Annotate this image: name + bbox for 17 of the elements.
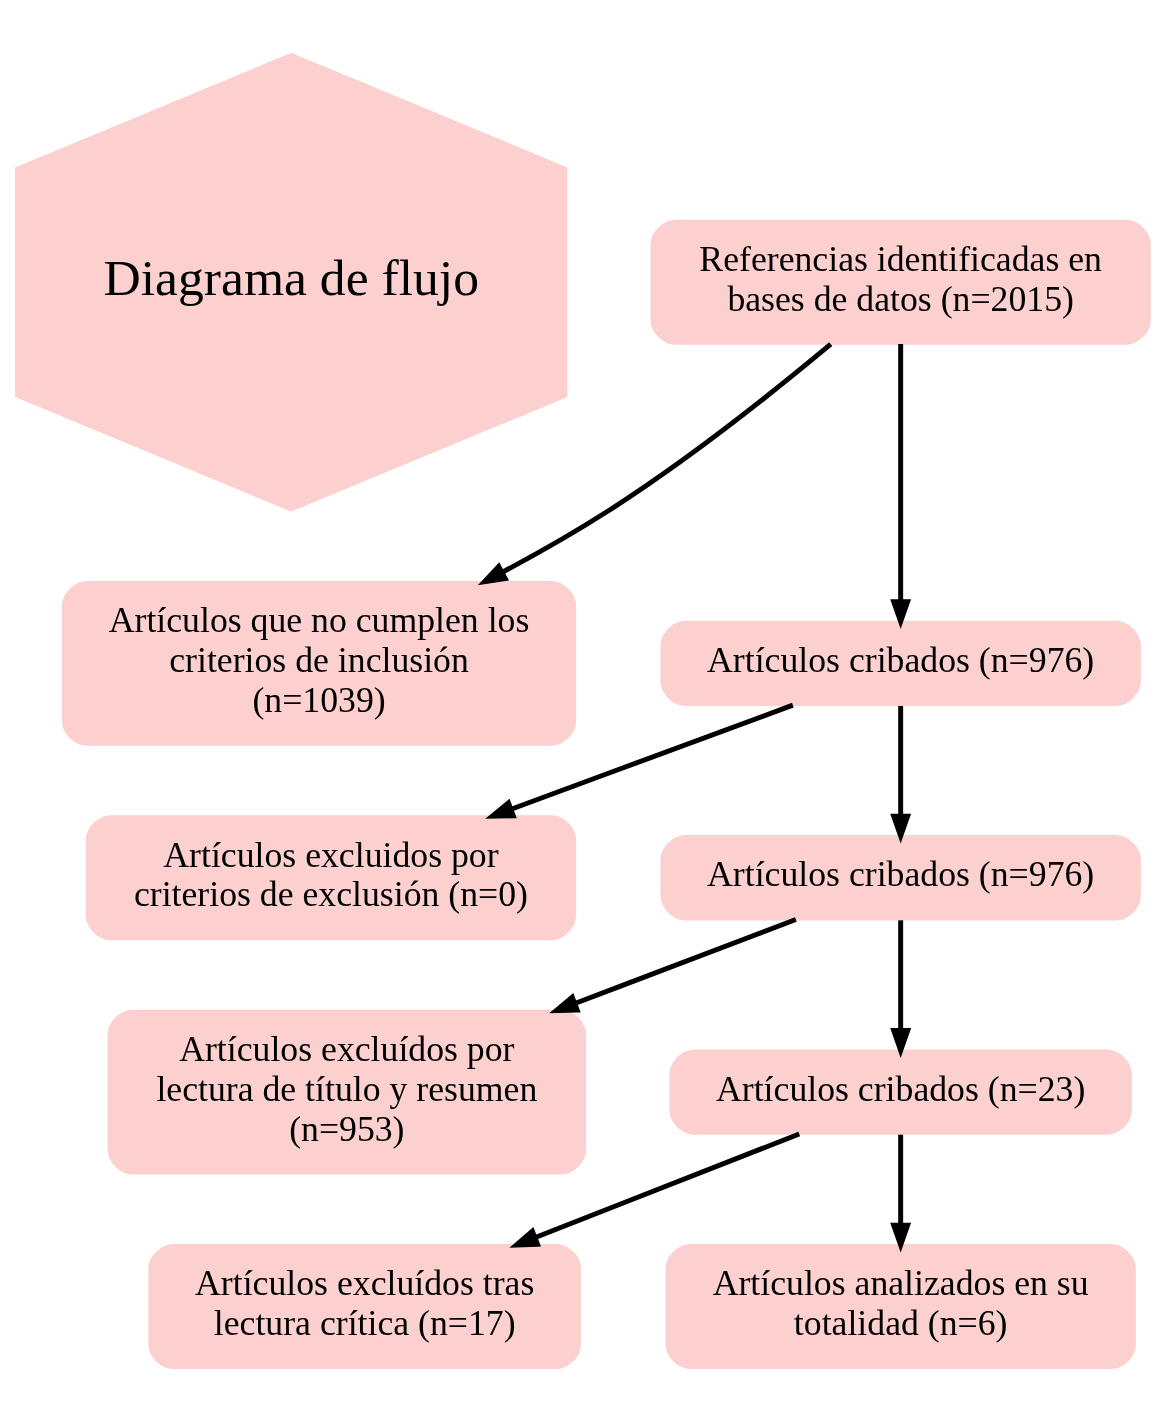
node-box: Artículos cribados (n=976) bbox=[660, 834, 1141, 920]
arrow bbox=[549, 916, 797, 1013]
arrow bbox=[890, 1134, 912, 1252]
arrow bbox=[485, 702, 794, 819]
node-box: Referencias identificadas en bases de datos (n=2015) bbox=[650, 219, 1151, 345]
arrow bbox=[509, 1131, 801, 1248]
node-box: Artículos cribados (n=976) bbox=[660, 620, 1141, 706]
arrow bbox=[890, 343, 912, 629]
node-box: Artículos cribados (n=23) bbox=[669, 1048, 1132, 1135]
arrow bbox=[477, 341, 833, 585]
node-box: Artículos excluídos por lectura de título y resumen (n=953) bbox=[107, 1009, 587, 1174]
node-box: Artículos que no cumplen los criterios de inclusión (n=1039) bbox=[61, 580, 577, 746]
node-box: Artículos excluídos tras lectura crítica (n=17) bbox=[148, 1243, 582, 1369]
arrow bbox=[890, 705, 912, 844]
node-box: Artículos excluidos por criterios de exclusión (n=0) bbox=[85, 814, 577, 940]
arrow bbox=[890, 919, 912, 1058]
node-box: Artículos analizados en su totalidad (n=6) bbox=[665, 1243, 1136, 1369]
